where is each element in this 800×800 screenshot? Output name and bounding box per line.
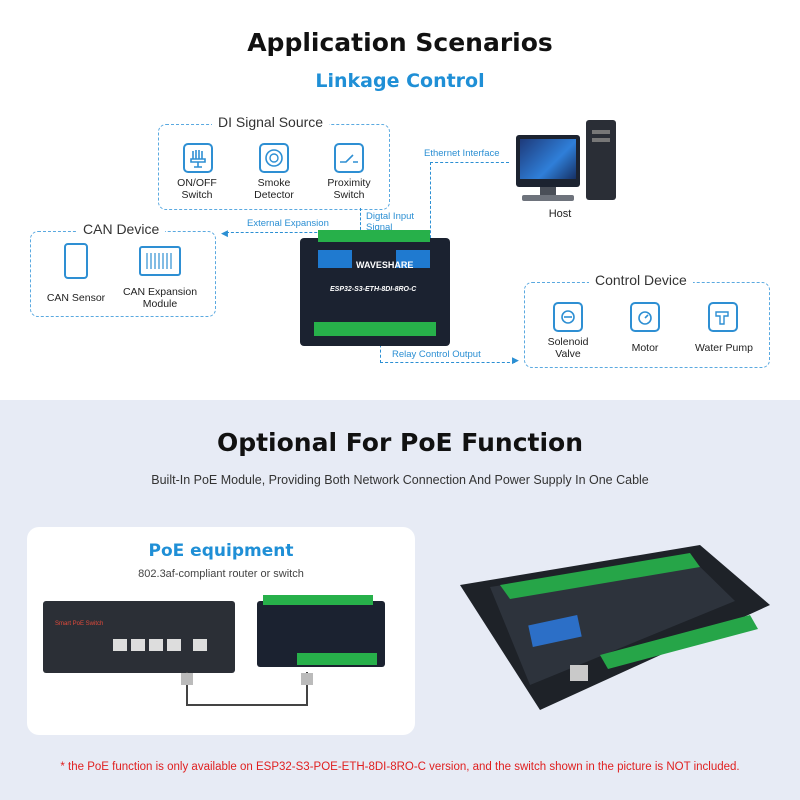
board-brand: WAVESHARE — [356, 260, 414, 270]
keyboard — [522, 195, 574, 201]
host-label: Host — [548, 208, 572, 220]
poe-switch: Smart PoE Switch — [43, 601, 235, 673]
poe-footnote: * the PoE function is only available on … — [60, 761, 740, 773]
monitor-stand — [540, 187, 556, 197]
poe-subtitle: Built-In PoE Module, Providing Both Netw… — [151, 473, 649, 487]
section-subtitle: Linkage Control — [315, 70, 485, 92]
motor-icon — [630, 302, 660, 332]
poe-title: Optional For PoE Function — [216, 428, 584, 457]
monitor — [516, 135, 580, 187]
smoke-detector-icon — [259, 143, 289, 173]
di-box-title: DI Signal Source — [212, 114, 330, 130]
motor-label: Motor — [631, 342, 659, 354]
can-module-icon — [139, 246, 181, 276]
solenoid-valve-icon — [553, 302, 583, 332]
can-module-label: CAN Expansion Module — [122, 286, 198, 310]
di-item-proximity-label: Proximity Switch — [327, 177, 371, 201]
poe-equipment-card: PoE equipment 802.3af-compliant router o… — [27, 527, 415, 735]
expansion-arrow-icon: ◀ — [221, 228, 228, 238]
proximity-switch-icon — [334, 143, 364, 173]
external-expansion-label: External Expansion — [247, 218, 329, 229]
di-item-smoke-label: Smoke Detector — [254, 177, 294, 201]
poe-card-subtitle: 802.3af-compliant router or switch — [138, 568, 304, 580]
poe-board-photo — [450, 545, 770, 715]
digital-input-label: Digtal Input Signal — [366, 211, 415, 233]
ethernet-cable — [181, 672, 313, 706]
control-box-title: Control Device — [589, 272, 693, 288]
relay-arrow-icon: ▶ — [512, 355, 519, 365]
water-pump-icon — [708, 302, 738, 332]
solenoid-valve-label: Solenoid Valve — [547, 336, 589, 360]
relay-output-label: Relay Control Output — [392, 349, 481, 360]
water-pump-label: Water Pump — [695, 342, 753, 354]
relay-board: WAVESHARE ESP32-S3-ETH-8DI-8RO-C — [300, 230, 450, 346]
di-item-switch-label: ON/OFF Switch — [177, 177, 217, 201]
relay-output-line — [380, 334, 515, 363]
page-title: Application Scenarios — [247, 28, 553, 57]
poe-card-title: PoE equipment — [148, 541, 294, 561]
can-box-title: CAN Device — [77, 221, 166, 237]
ethernet-line — [430, 162, 509, 243]
pc-tower — [586, 120, 616, 200]
mini-relay-board — [257, 595, 385, 667]
switch-icon — [183, 143, 213, 173]
can-sensor-icon — [64, 243, 88, 279]
ethernet-interface-label: Ethernet Interface — [424, 148, 500, 159]
digital-input-line — [360, 208, 362, 244]
switch-label: Smart PoE Switch — [55, 621, 104, 627]
board-model: ESP32-S3-ETH-8DI-8RO-C — [330, 286, 417, 293]
can-sensor-label: CAN Sensor — [46, 292, 106, 304]
